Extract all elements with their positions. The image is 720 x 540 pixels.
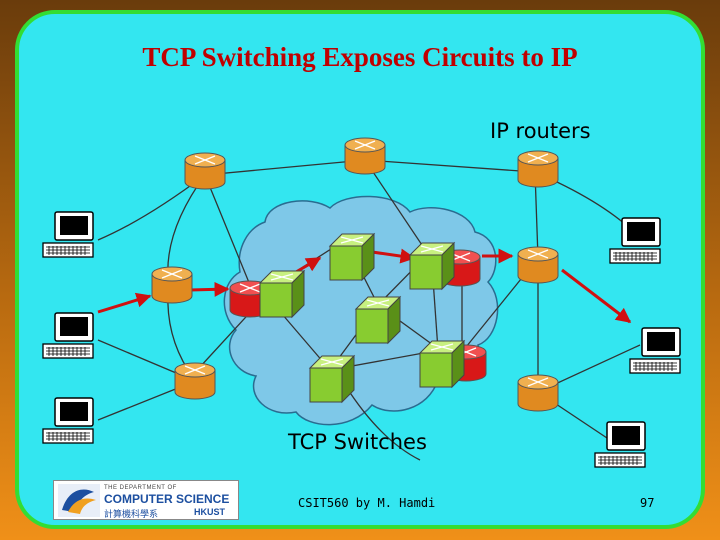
logo-line-1: THE DEPARTMENT OF bbox=[104, 485, 177, 491]
tcp-switch-icon bbox=[329, 233, 375, 281]
circuit-arrow bbox=[189, 281, 230, 297]
tcp-switch-icon bbox=[309, 355, 355, 403]
hkust-emblem-icon bbox=[58, 484, 100, 517]
router-icon bbox=[344, 137, 386, 175]
label-tcp-switches: TCP Switches bbox=[288, 430, 427, 454]
hkust-logo: THE DEPARTMENT OF COMPUTER SCIENCE 計算機科學… bbox=[53, 480, 239, 520]
link bbox=[204, 159, 366, 176]
slide-title: TCP Switching Exposes Circuits to IP bbox=[142, 42, 578, 72]
logo-line-3: 計算機科學系 bbox=[104, 510, 159, 520]
tcp-switch-icon bbox=[355, 296, 401, 344]
link bbox=[364, 159, 536, 173]
tcp-switch-icon bbox=[409, 242, 455, 290]
circuit-arrow bbox=[371, 248, 416, 264]
link bbox=[364, 159, 433, 261]
tcp-switch-icon bbox=[259, 270, 305, 318]
router-icon bbox=[184, 152, 226, 190]
circuit-arrow bbox=[561, 268, 632, 324]
logo-line-2: COMPUTER SCIENCE bbox=[104, 492, 230, 506]
footer-course: CSIT560 by M. Hamdi bbox=[298, 496, 436, 510]
link bbox=[204, 174, 251, 286]
router-icon bbox=[517, 150, 559, 188]
logo-line-4: HKUST bbox=[194, 507, 225, 517]
router-icon bbox=[174, 362, 216, 400]
label-ip-routers: IP routers bbox=[490, 119, 591, 143]
tcp-switch-icon bbox=[419, 340, 465, 388]
circuit-arrow bbox=[97, 292, 152, 314]
router-icon bbox=[151, 266, 193, 304]
router-icon bbox=[517, 374, 559, 412]
link bbox=[97, 339, 189, 379]
link bbox=[97, 383, 189, 421]
router-icon bbox=[517, 246, 559, 284]
page-number: 97 bbox=[640, 496, 655, 510]
link bbox=[344, 384, 421, 461]
